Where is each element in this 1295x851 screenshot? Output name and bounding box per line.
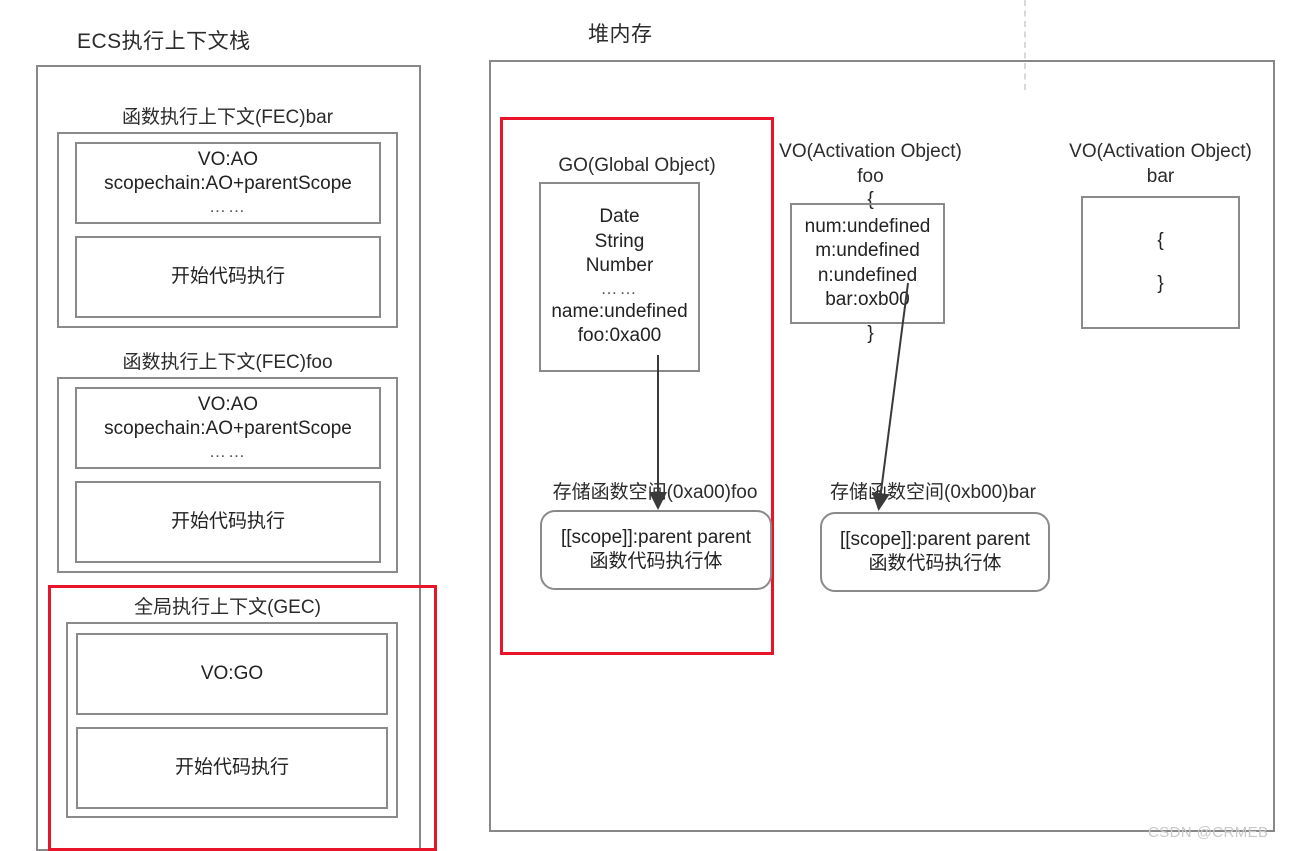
- fec-bar-vo-line-1: VO:AO: [197, 148, 259, 170]
- activation-bar-box: { }: [1081, 196, 1240, 329]
- activation-foo-box: num:undefined m:undefined n:undefined ba…: [790, 203, 945, 324]
- fec-foo-vo-line-2: scopechain:AO+parentScope: [104, 418, 352, 440]
- function-space-foo-label: 存储函数空间(0xa00)foo: [552, 482, 758, 503]
- vo-bar-close-brace: }: [1157, 272, 1164, 294]
- activation-foo-close-brace: }: [867, 323, 874, 344]
- fec-bar-exec-line-1: 开始代码执行: [170, 265, 285, 287]
- activation-bar-label-line2: bar: [1146, 166, 1175, 187]
- function-space-bar-box: [[scope]]:parent parent 函数代码执行体: [820, 512, 1050, 592]
- go-entry-number: Number: [585, 254, 654, 276]
- heap-container: [489, 60, 1275, 832]
- go-prop-foo: foo:0xa00: [577, 325, 662, 347]
- fec-foo-vo-dots: ……: [209, 442, 247, 462]
- global-object-box: Date String Number …… name:undefined foo…: [539, 182, 700, 372]
- fs-bar-line-1: [[scope]]:parent parent: [839, 528, 1031, 550]
- fec-foo-label: 函数执行上下文(FEC)foo: [122, 352, 333, 373]
- page-title-heap: 堆内存: [588, 23, 653, 46]
- activation-foo-label-line2: foo: [857, 166, 884, 187]
- gec-vo-cell: VO:GO: [76, 633, 388, 715]
- fec-bar-vo-cell: VO:AO scopechain:AO+parentScope ……: [75, 142, 381, 224]
- vo-foo-entry-n: n:undefined: [817, 264, 918, 286]
- fs-foo-line-1: [[scope]]:parent parent: [560, 526, 752, 548]
- page-title-stack: ECS执行上下文栈: [77, 30, 251, 53]
- go-dots: ……: [600, 279, 639, 299]
- activation-foo-open-brace: {: [867, 189, 874, 210]
- watermark: CSDN @CRMEB: [1148, 824, 1269, 841]
- fec-bar-frame: [57, 132, 398, 328]
- fec-bar-label: 函数执行上下文(FEC)bar: [121, 107, 334, 128]
- fec-bar-vo-dots: ……: [209, 197, 247, 217]
- vo-foo-entry-m: m:undefined: [815, 240, 920, 262]
- global-object-label: GO(Global Object): [558, 155, 716, 176]
- gec-label: 全局执行上下文(GEC): [134, 597, 321, 618]
- fec-foo-exec-cell: 开始代码执行: [75, 481, 381, 563]
- fs-bar-line-2: 函数代码执行体: [868, 553, 1002, 574]
- gec-highlight-box: [48, 585, 437, 851]
- vo-foo-entry-bar: bar:oxb00: [825, 288, 910, 310]
- fec-bar-exec-cell: 开始代码执行: [75, 236, 381, 318]
- go-entry-string: String: [594, 230, 645, 252]
- fs-foo-line-2: 函数代码执行体: [589, 551, 723, 572]
- fec-foo-exec-line-1: 开始代码执行: [170, 510, 285, 532]
- go-prop-name: name:undefined: [551, 301, 688, 323]
- vo-bar-open-brace: {: [1157, 230, 1164, 252]
- go-entry-date: Date: [599, 206, 640, 228]
- fec-bar-vo-line-2: scopechain:AO+parentScope: [104, 173, 352, 195]
- activation-bar-label-line1: VO(Activation Object): [1069, 141, 1252, 162]
- go-highlight-box: [500, 117, 774, 655]
- gec-frame: [66, 622, 398, 818]
- fec-foo-frame: [57, 377, 398, 573]
- function-space-foo-box: [[scope]]:parent parent 函数代码执行体: [540, 510, 772, 590]
- gec-exec-cell: 开始代码执行: [76, 727, 388, 809]
- activation-foo-label-line1: VO(Activation Object): [779, 141, 962, 162]
- fec-foo-vo-cell: VO:AO scopechain:AO+parentScope ……: [75, 387, 381, 469]
- vo-foo-entry-num: num:undefined: [804, 215, 931, 237]
- gec-exec-line-1: 开始代码执行: [174, 756, 289, 778]
- dashed-guide-line: [1024, 0, 1026, 90]
- function-space-bar-label: 存储函数空间(0xb00)bar: [830, 482, 1036, 503]
- fec-foo-vo-line-1: VO:AO: [197, 393, 259, 415]
- gec-vo-line-1: VO:GO: [200, 662, 264, 684]
